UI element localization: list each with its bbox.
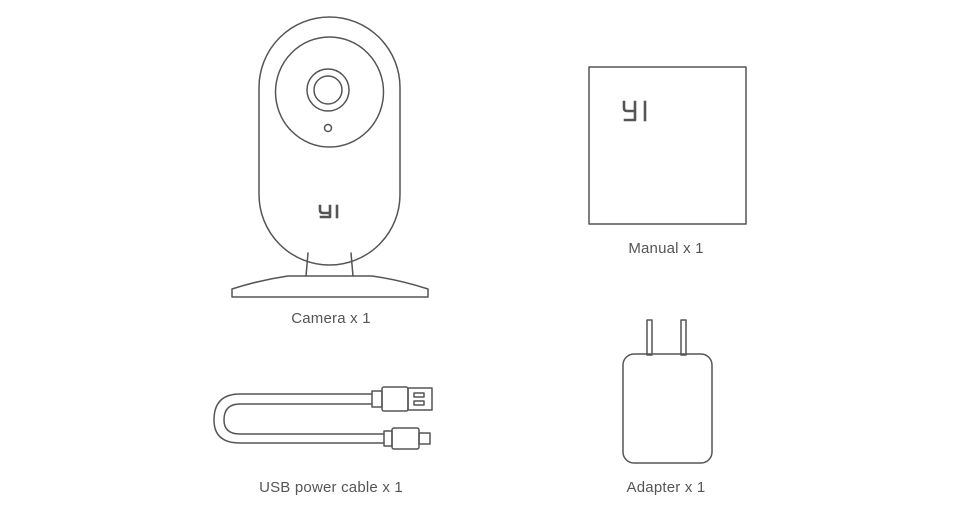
usb-cable-illustration <box>213 386 433 450</box>
adapter-prong-right <box>680 319 687 356</box>
camera-illustration <box>231 16 429 298</box>
usb-cable-caption: USB power cable x 1 <box>259 479 403 496</box>
manual-booklet <box>588 66 747 225</box>
micro-usb-tip <box>418 432 431 445</box>
camera-yi-logo <box>318 204 339 219</box>
adapter-illustration <box>622 319 713 464</box>
manual-caption: Manual x 1 <box>628 240 704 257</box>
camera-face <box>274 36 385 148</box>
usb-a-pin-bottom <box>413 400 425 406</box>
usb-a-pin-top <box>413 392 425 398</box>
camera-body <box>258 16 401 266</box>
adapter-prong-left <box>646 319 653 356</box>
manual-illustration <box>588 66 747 225</box>
camera-caption: Camera x 1 <box>291 310 371 327</box>
camera-led <box>323 123 333 133</box>
camera-stand-base <box>231 275 429 298</box>
camera-lens-outer <box>306 68 350 112</box>
usb-a-tip <box>407 387 433 411</box>
cable-strand-inner <box>223 403 385 435</box>
camera-stand-neck <box>305 252 354 277</box>
cable-strand-outer <box>213 393 385 444</box>
camera-lens-inner <box>313 75 343 105</box>
usb-a-body <box>381 386 409 412</box>
manual-yi-logo <box>622 100 647 122</box>
micro-usb-collar <box>383 430 393 447</box>
adapter-caption: Adapter x 1 <box>626 479 706 496</box>
usb-a-collar <box>371 390 383 408</box>
micro-usb-body <box>391 427 420 450</box>
adapter-body <box>622 353 713 464</box>
